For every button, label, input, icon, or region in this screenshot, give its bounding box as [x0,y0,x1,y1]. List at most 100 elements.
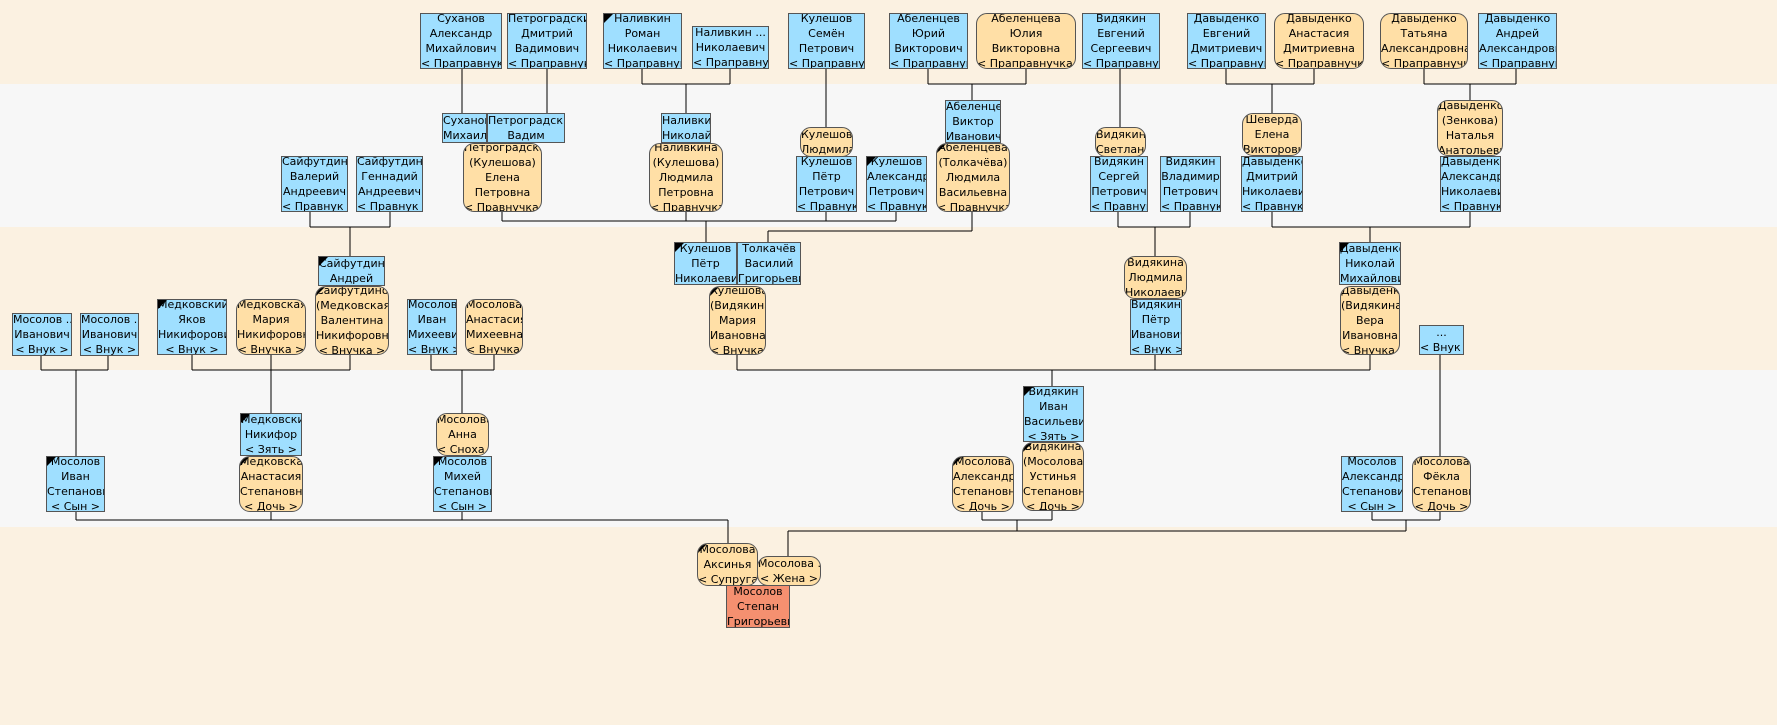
person-card-g11[interactable]: ДавыденкоАлександрНиколаевич< Правнук > [1440,156,1501,212]
person-line: Наливкин [614,13,671,25]
person-card-w2[interactable]: Мосолова ...< Жена > [757,556,821,586]
person-card-c3[interactable]: МедковскийЯковНикифорович< Внук > [157,299,227,355]
person-card-t2[interactable]: КулешовПётрНиколаевич [674,242,737,285]
person-line: Петрович [1162,185,1219,198]
person-card-c1[interactable]: Мосолов ...Иванович< Внук > [12,313,72,356]
person-card-t3[interactable]: ТолкачёвВасилийГригорьевич [737,242,801,285]
person-line: Петрович [868,185,925,198]
person-line: Александр [1342,470,1403,483]
person-card-root[interactable]: МосоловСтепанГригорьевич [726,585,790,628]
person-line: Николаевич [1242,185,1302,198]
person-card-s8[interactable]: Давыденко(Зенкова)НатальяАнатольевна [1437,100,1503,156]
person-card-d5[interactable]: Видякина(Мосолова)УстиньяСтепановна< Доч… [1022,442,1084,511]
person-line: < Внук > [1131,343,1182,355]
person-card-g1[interactable]: СайфутдиновВалерийАндреевич< Правнук > [281,156,348,212]
person-card-d4[interactable]: МосоловаАлександраСтепановна< Дочь > [952,456,1014,512]
person-line: Видякин [1131,299,1181,311]
person-card-c6[interactable]: МосоловИванМихеевич< Внук > [407,299,457,355]
person-line: Кулешова [710,286,766,297]
person-card-s7[interactable]: ШевердаЕленаВикторовна [1242,113,1302,156]
person-line: Викторовна [991,42,1061,55]
person-card-c2[interactable]: Мосолов ...Иванович< Внук > [80,313,139,356]
person-line: Мосолов [733,585,783,598]
person-line: < Праправнук > [508,57,587,69]
person-line: Иванович [81,328,138,341]
person-line: Сайфутдинов [357,156,423,168]
person-card-s6[interactable]: ВидякинаСветлана [1095,127,1146,157]
person-line: < Внучка > [318,344,386,355]
person-line: Наливкин ... [695,26,766,39]
person-card-s5[interactable]: АбеленцевВикторИванович [945,100,1001,143]
person-card-c4[interactable]: МедковскаяМарияНикифоровна< Внучка > [236,299,306,355]
person-line: < Правнучка > [650,201,723,212]
person-card-t1[interactable]: СайфутдиновАндрей [318,256,385,286]
person-card-k1[interactable]: МедковскийНикифор< Зять > [240,413,302,456]
person-card-c5[interactable]: Сайфутдинова(Медковская)ВалентинаНикифор… [315,286,389,355]
person-line: Степанович [47,485,104,498]
person-card-d6[interactable]: МосоловАлександрСтепанович< Сын > [1341,456,1403,512]
person-card-d7[interactable]: МосоловаФёклаСтепановна< Дочь > [1412,456,1471,512]
person-line: < Правнучка > [464,201,541,212]
person-line: Викторович [894,42,963,55]
person-line: Дмитрий [1246,170,1298,183]
person-line: Петрович [798,185,855,198]
person-card-d1[interactable]: МосоловИванСтепанович< Сын > [46,456,105,512]
person-card-k3[interactable]: ВидякинИванВасильевич< Зять > [1023,386,1084,442]
person-line: (Зенкова) [1441,114,1499,127]
person-line: Мосолов ... [81,313,139,326]
person-line: Мосолов ... [13,313,72,326]
person-line: < Праправнук > [1083,57,1160,69]
person-line: Дмитриевич [1190,42,1263,55]
person-card-g2[interactable]: СайфутдиновГеннадийАндреевич< Правнук > [356,156,423,212]
person-line: Людмила [801,143,853,156]
person-card-p2[interactable]: ПетроградскийДмитрийВадимович< Праправну… [507,13,587,69]
person-line: < Внучка > [237,343,305,355]
person-card-s3[interactable]: НаливкинНиколай [661,113,711,143]
person-line: Михаил [443,129,487,142]
person-line: Петрович [798,42,855,55]
person-line: Людмила [1128,271,1183,284]
person-line: Татьяна [1400,27,1448,40]
person-line: Никифоровна [237,328,305,341]
person-line: < Сын > [438,500,487,512]
person-card-t4[interactable]: ВидякинаЛюдмилаНиколаевна [1124,256,1187,299]
person-card-d3[interactable]: МосоловМихейСтепанович< Сын > [433,456,492,512]
person-line: Вадимович [514,42,580,55]
person-card-c11[interactable]: ...< Внук > [1419,325,1464,355]
person-line: Давыденко [1193,13,1260,25]
person-card-t5[interactable]: ДавыденкоНиколайМихайлович [1339,242,1401,285]
person-card-g10[interactable]: ДавыденкоДмитрийНиколаевич< Правнук > [1241,156,1303,212]
person-line: Елена [485,171,520,184]
person-card-p4[interactable]: Наливкин ...Николаевич< Праправнук > [692,26,769,69]
person-line: Анастасия [466,313,523,326]
person-card-s4[interactable]: КулешоваЛюдмила [800,127,853,157]
person-card-s2[interactable]: ПетроградскийВадим [487,113,565,143]
person-line: Кулешов [800,13,853,25]
person-line: Мосолов [437,456,488,468]
person-card-p12[interactable]: ДавыденкоАндрейАлександрович< Праправнук… [1478,13,1557,69]
